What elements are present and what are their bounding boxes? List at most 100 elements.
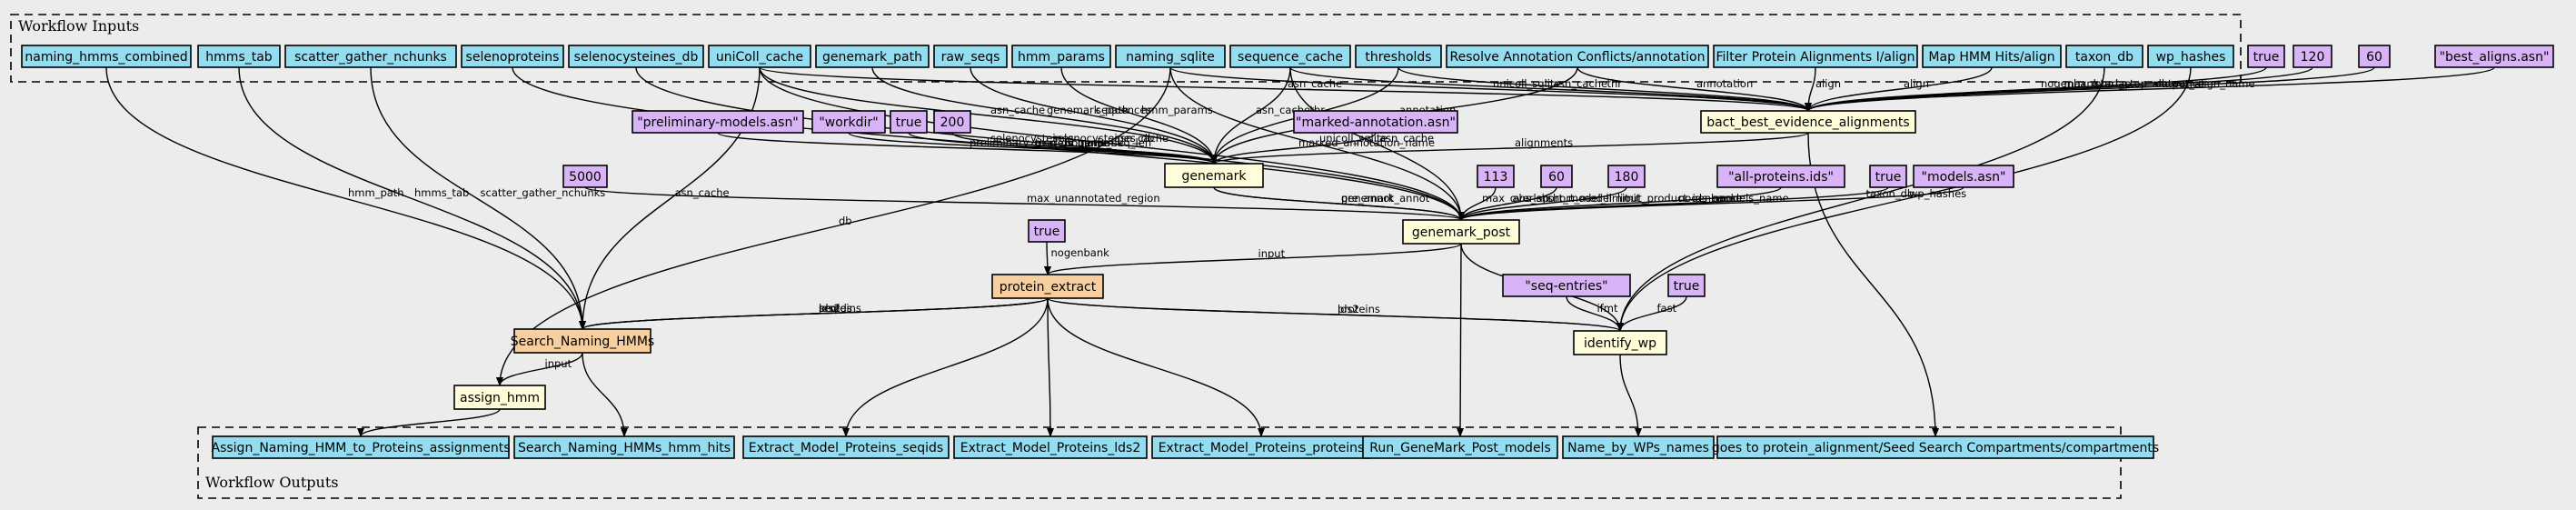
edge-label-c_prelim-to-genemark: preliminary_models_name	[970, 136, 1107, 149]
node-o_run_gm[interactable]: Run_GeneMark_Post_models	[1362, 435, 1558, 459]
node-c_60_a[interactable]: 60	[2358, 45, 2391, 68]
edge-label-protein_extract-to-search_naming: lds2	[819, 302, 840, 315]
edge-label-raw_seqs-to-genemark: sequences	[1096, 104, 1151, 116]
node-bact_best[interactable]: bact_best_evidence_alignments	[1700, 110, 1916, 134]
node-hmms_tab-box	[197, 45, 281, 68]
node-c_5000[interactable]: 5000	[562, 165, 608, 188]
node-scatter_gather_nchunks[interactable]: scatter_gather_nchunks	[284, 45, 457, 68]
node-c_200[interactable]: 200	[933, 110, 971, 134]
edge-label-c_true_3-to-genemark_post: nogenbank	[1678, 192, 1737, 205]
node-uniColl_cache[interactable]: uniColl_cache	[708, 45, 811, 68]
cluster-inputs-label: Workflow Inputs	[18, 17, 139, 35]
node-thresholds[interactable]: thresholds	[1355, 45, 1442, 68]
node-filter_prot[interactable]: Filter Protein Alignments I/align	[1713, 45, 1918, 68]
node-o_proteins-label: Extract_Model_Proteins_proteins	[1159, 441, 1365, 455]
node-o_assign[interactable]: Assign_Naming_HMM_to_Proteins_assignment…	[212, 435, 511, 459]
node-search_naming[interactable]: Search_Naming_HMMs	[511, 328, 654, 354]
edge-hmms_tab-to-search_naming	[238, 66, 586, 330]
node-o_run_gm-label: Run_GeneMark_Post_models	[1369, 441, 1551, 455]
node-wp_hashes-label: wp_hashes	[2156, 50, 2226, 65]
node-o_seqids-label: Extract_Model_Proteins_seqids	[749, 441, 943, 455]
edge-hmm_params-to-genemark	[1060, 66, 1218, 165]
node-naming_sqlite[interactable]: naming_sqlite	[1115, 45, 1226, 68]
node-o_search_hits-box	[513, 435, 735, 459]
node-c_allprot[interactable]: "all-proteins.ids"	[1716, 165, 1845, 188]
node-raw_seqs[interactable]: raw_seqs	[933, 45, 1008, 68]
node-o_name_wp[interactable]: Name_by_WPs_names	[1562, 435, 1715, 459]
node-o_assign-box	[212, 435, 510, 459]
node-o_proteins[interactable]: Extract_Model_Proteins_proteins	[1151, 435, 1371, 459]
node-c_true_5-box	[1667, 274, 1706, 297]
edge-genemark_path-to-genemark	[871, 66, 1218, 165]
node-selenoproteins[interactable]: selenoproteins	[461, 45, 564, 68]
node-assign_hmm-label: assign_hmm	[460, 391, 540, 405]
node-protein_extract[interactable]: protein_extract	[991, 274, 1104, 299]
node-c_true_3[interactable]: true	[1869, 165, 1907, 188]
edge-identify_wp-to-o_name_wp	[1619, 354, 1642, 437]
edge-protein_extract-to-identify_wp	[1047, 297, 1624, 332]
edge-protein_extract-to-o_lds2	[1046, 297, 1054, 437]
node-resolve_annot[interactable]: Resolve Annotation Conflicts/annotation	[1446, 45, 1709, 68]
edge-label-scatter_gather_nchunks-to-search_naming: scatter_gather_nchunks	[481, 186, 606, 199]
edge-label-selenoproteins-to-genemark_post: selenocysteines	[990, 132, 1074, 145]
node-genemark_path[interactable]: genemark_path	[815, 45, 930, 68]
edge-label-genemark-to-genemark_post: genemark_annot	[1341, 192, 1430, 205]
node-o_search_hits[interactable]: Search_Naming_HMMs_hmm_hits	[513, 435, 735, 459]
edge-map_hmm-to-bact_best	[1805, 66, 1993, 112]
node-uniColl_cache-label: uniColl_cache	[716, 50, 803, 65]
node-bact_best-box	[1700, 110, 1916, 134]
node-genemark_post[interactable]: genemark_post	[1402, 219, 1520, 245]
node-c_5000-box	[562, 165, 608, 188]
node-c_marked[interactable]: "marked-annotation.asn"	[1293, 110, 1458, 134]
edge-bact_best-to-genemark	[1210, 132, 1809, 165]
node-o_search_hits-label: Search_Naming_HMMs_hmm_hits	[518, 441, 731, 455]
node-o_goes[interactable]: goes to protein_alignment/Seed Search Co…	[1712, 435, 2159, 459]
node-c_prelim[interactable]: "preliminary-models.asn"	[632, 110, 804, 134]
node-c_60_b-box	[1540, 165, 1573, 188]
node-c_workdir[interactable]: "workdir"	[811, 110, 886, 134]
node-c_true_1[interactable]: true	[2247, 45, 2285, 68]
edge-protein_extract-to-o_proteins	[1047, 297, 1265, 437]
node-hmms_tab-label: hmms_tab	[205, 50, 273, 65]
edge-label-protein_extract-to-search_naming: seqids	[819, 302, 852, 315]
node-sequence_cache[interactable]: sequence_cache	[1229, 45, 1351, 68]
node-c_true_4[interactable]: true	[1028, 219, 1066, 243]
node-c_seqentries[interactable]: "seq-entries"	[1502, 274, 1631, 297]
node-map_hmm[interactable]: Map HMM Hits/align	[1922, 45, 2062, 68]
node-thresholds-box	[1355, 45, 1442, 68]
node-hmms_tab[interactable]: hmms_tab	[197, 45, 281, 68]
edge-label-uniColl_cache-to-bact_best: asn_cache	[1288, 77, 1342, 90]
edge-label-c_true_2-to-genemark: nogenbank	[1065, 136, 1124, 149]
node-c_180[interactable]: 180	[1607, 165, 1646, 188]
node-c_60_b[interactable]: 60	[1540, 165, 1573, 188]
node-c_120[interactable]: 120	[2293, 45, 2332, 68]
node-c_best_aligns[interactable]: "best_aligns.asn"	[2434, 45, 2554, 68]
node-c_true_5[interactable]: true	[1667, 274, 1706, 297]
node-hmm_params-label: hmm_params	[1018, 50, 1105, 65]
node-o_seqids[interactable]: Extract_Model_Proteins_seqids	[742, 435, 950, 459]
node-c_200-label: 200	[940, 115, 965, 130]
node-o_lds2[interactable]: Extract_Model_Proteins_lds2	[953, 435, 1148, 459]
node-c_113[interactable]: 113	[1477, 165, 1515, 188]
node-o_lds2-box	[953, 435, 1148, 459]
node-taxon_db[interactable]: taxon_db	[2065, 45, 2143, 68]
edge-label-hmms_tab-to-search_naming: hmms_tab	[414, 186, 469, 199]
node-assign_hmm[interactable]: assign_hmm	[453, 385, 546, 410]
node-c_models[interactable]: "models.asn"	[1913, 165, 2014, 188]
node-identify_wp[interactable]: identify_wp	[1573, 330, 1667, 355]
node-genemark[interactable]: genemark	[1164, 163, 1264, 188]
edge-c_prelim-to-genemark	[717, 132, 1218, 165]
node-c_best_aligns-label: "best_aligns.asn"	[2440, 50, 2550, 65]
node-c_true_2[interactable]: true	[890, 110, 928, 134]
node-selenocysteines_db[interactable]: selenocysteines_db	[568, 45, 704, 68]
edge-sequence_cache-to-genemark_post	[1289, 66, 1465, 221]
node-map_hmm-box	[1922, 45, 2062, 68]
node-resolve_annot-label: Resolve Annotation Conflicts/annotation	[1450, 50, 1706, 65]
node-bact_best-label: bact_best_evidence_alignments	[1706, 115, 1909, 130]
node-wp_hashes[interactable]: wp_hashes	[2147, 45, 2234, 68]
node-hmm_params[interactable]: hmm_params	[1011, 45, 1111, 68]
node-hmm_params-box	[1011, 45, 1111, 68]
node-o_proteins-box	[1151, 435, 1371, 459]
node-naming_hmms_combined[interactable]: naming_hmms_combined	[21, 45, 192, 68]
edge-label-filter_prot-to-bact_best: align	[1815, 77, 1841, 90]
